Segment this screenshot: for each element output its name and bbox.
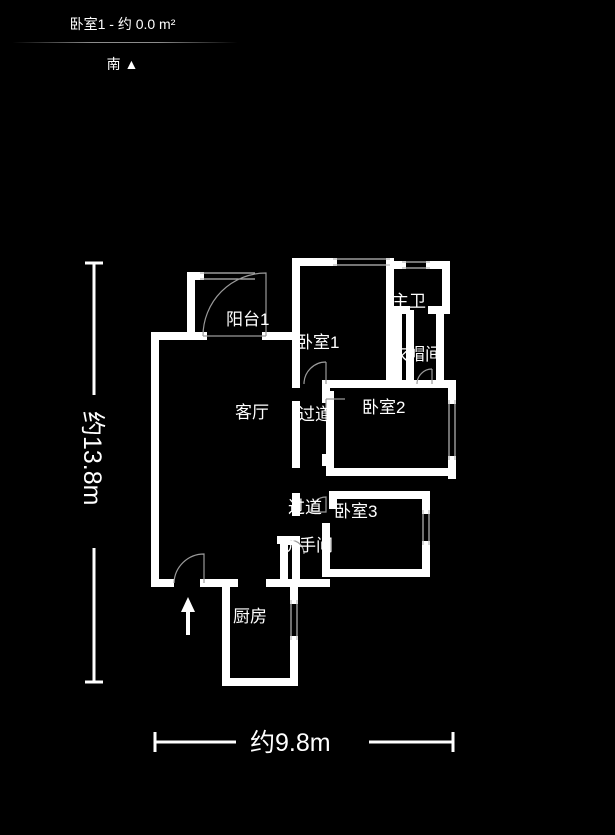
- entrance-arrow-icon: [181, 597, 195, 635]
- room-label-bedroom3: 卧室3: [334, 502, 377, 521]
- bedroom1-door: [303, 361, 327, 385]
- room-label-washroom: 洗手间: [282, 536, 333, 555]
- height-dimension: 约13.8m: [78, 261, 106, 684]
- room-label-corridor-upper: 过道: [298, 405, 332, 424]
- room-label-balcony1: 阳台1: [226, 310, 269, 329]
- room-label-living-room: 客厅: [235, 403, 269, 422]
- walls: [151, 258, 456, 686]
- width-label: 约9.8m: [250, 729, 331, 757]
- doors: [173, 272, 433, 584]
- room-label-kitchen: 厨房: [233, 607, 267, 626]
- width-dimension: 约9.8m: [153, 729, 455, 757]
- cloakroom-door: [416, 368, 433, 385]
- entrance-door: [173, 553, 205, 584]
- room-label-cloakroom: 衣帽间: [391, 345, 442, 364]
- windows: [200, 258, 456, 640]
- room-label-corridor-lower: 过道: [288, 498, 322, 517]
- bedroom2-door: [325, 398, 345, 420]
- washroom-door: [289, 539, 305, 555]
- height-label: 约13.8m: [78, 411, 106, 505]
- compass-indicator: 南 ▲: [106, 56, 139, 72]
- balcony-door: [202, 272, 267, 337]
- room-label-master-bath: 主卫: [392, 292, 426, 311]
- header-divider: [12, 42, 238, 43]
- room-title: 卧室1 - 约 0.0 m²: [69, 16, 176, 32]
- room-label-bedroom1: 卧室1: [296, 333, 339, 352]
- bedroom3-door: [310, 496, 327, 513]
- room-label-bedroom2: 卧室2: [362, 398, 405, 417]
